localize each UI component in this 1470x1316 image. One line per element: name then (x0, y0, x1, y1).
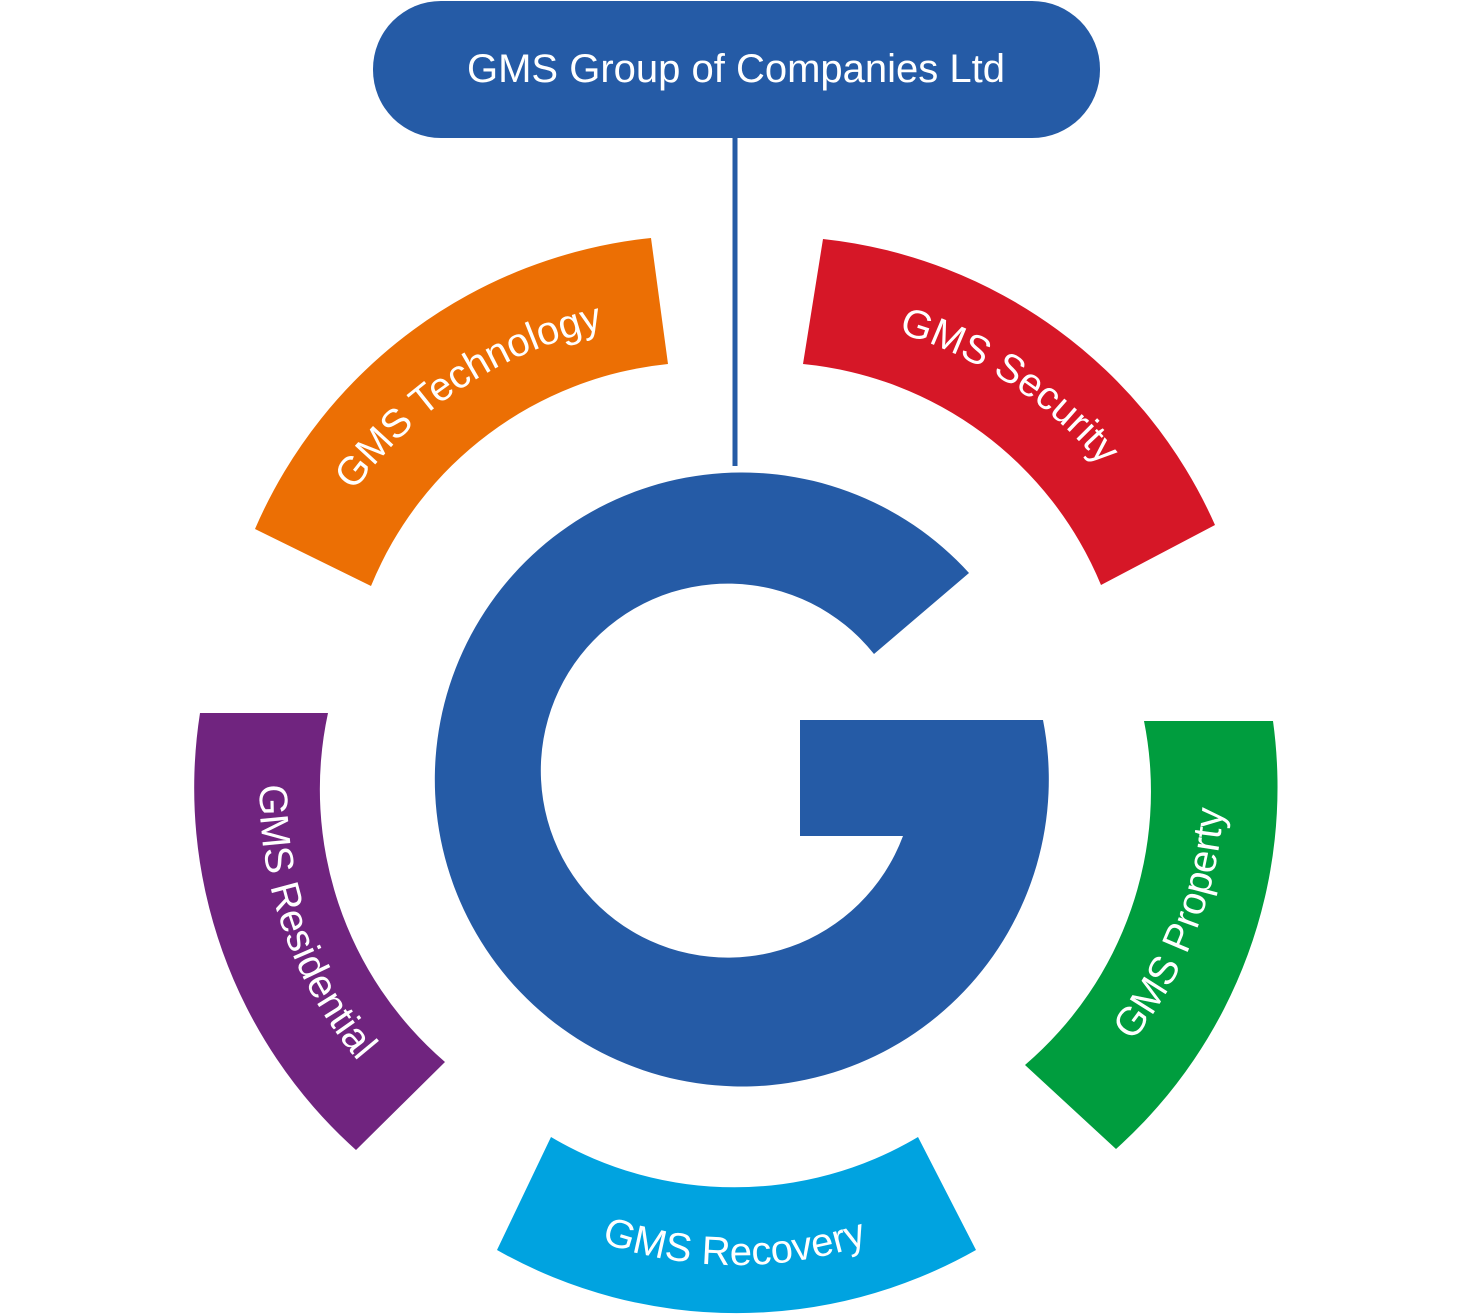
segment-shape-technology (255, 238, 668, 586)
parent-company-pill (373, 1, 1100, 138)
segment-gms-residential: GMS Residential (194, 713, 445, 1150)
g-letter-icon (434, 472, 1049, 1087)
segment-gms-property: GMS Property (1025, 721, 1278, 1149)
segment-shape-recovery (497, 1137, 976, 1314)
segment-shape-property (1025, 721, 1278, 1149)
parent-company-node: GMS Group of Companies Ltd (373, 1, 1100, 138)
parent-company-label: GMS Group of Companies Ltd (467, 47, 1005, 91)
segment-shape-residential (194, 713, 445, 1150)
segment-shape-security (803, 239, 1215, 585)
segment-gms-recovery: GMS Recovery (497, 1137, 976, 1314)
